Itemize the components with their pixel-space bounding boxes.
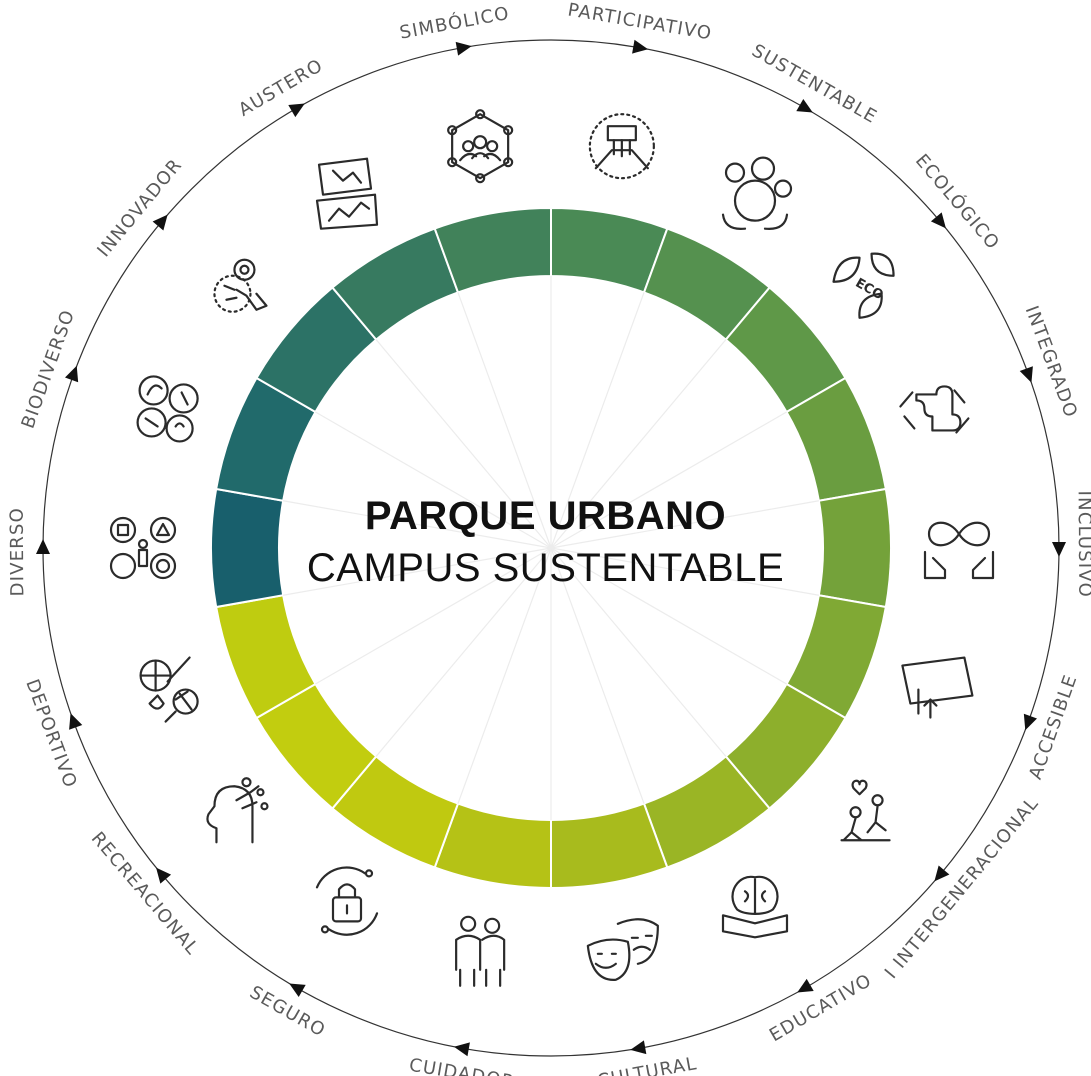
sports-balls-icon [139,656,199,723]
spoke-line [550,292,645,549]
label-cultural: CULTURAL [596,1053,699,1076]
direction-arrow [455,41,472,56]
earth-trees-icon [721,156,793,230]
label-seguro: SEGURO [246,982,329,1042]
direction-arrow [1019,366,1033,383]
label-austero: AUSTERO [235,55,327,121]
direction-arrow [630,1040,647,1055]
label-cuidador: CUIDADOR [408,1055,517,1076]
infinity-hands-icon [923,521,995,580]
gear-lightbulb-icon [213,258,268,313]
spoke-line [457,547,552,804]
spoke-line [375,547,552,757]
direction-arrow [36,539,50,554]
label-recreacional: RECREACIONAL [87,828,203,959]
label-i-intergeneracional: I INTERGENERACIONAL [881,793,1043,983]
direction-arrow [1052,542,1066,557]
direction-arrow [797,978,814,993]
ring-segments [209,206,893,890]
padlock-icon [315,866,379,936]
label-participativo: PARTICIPATIVO [566,0,714,45]
direction-arrow [152,214,168,231]
spoke-line [550,339,727,549]
inner-spokes [283,276,819,820]
puzzle-hands-icon [899,385,970,434]
direction-arrow [156,867,172,884]
label-deportivo: DEPORTIVO [21,676,81,791]
direction-arrow [453,1042,470,1057]
spoke-line [550,411,787,549]
outer-circle [36,39,1066,1057]
label-educativo: EDUCATIVO [766,970,876,1046]
spoke-line [315,547,552,685]
spoke-line [550,547,727,757]
label-sustentable: SUSTENTABLE [748,40,881,128]
theater-masks-icon [586,918,659,981]
hands-together-icon [588,113,655,180]
spoke-line [457,292,552,549]
direction-arrow [288,103,305,118]
direction-arrow [632,39,649,54]
direction-arrow [796,98,813,113]
label-integrado: INTEGRADO [1021,303,1082,421]
biodiversity-circles-icon [136,375,199,443]
spoke-line [550,500,819,549]
elderly-couple-icon [455,915,506,987]
people-climbing-icon [840,779,891,842]
direction-arrow [65,365,79,383]
direction-arrow [930,212,946,229]
tablet-chart-icon [315,157,379,230]
ring-segment-simbólico [433,206,552,294]
diagram-subtitle: CAMPUS SUSTENTABLE [306,546,785,590]
spoke-line [550,547,787,685]
label-ecológico: ECOLÓGICO [911,150,1005,254]
network-people-icon [447,109,514,184]
direction-arrow [289,983,306,998]
attribute-icons: ECO [109,109,995,987]
spoke-line [315,411,552,549]
spoke-line [550,547,819,596]
label-biodiverso: BIODIVERSO [18,307,80,432]
direction-arrow [1023,713,1037,731]
label-innovador: INNOVADOR [93,155,186,262]
label-accesible: ACCESIBLE [1025,672,1082,782]
direction-arrow [934,865,950,882]
label-simbólico: SIMBÓLICO [398,2,511,44]
book-brain-icon [721,875,789,939]
spoke-line [283,547,552,596]
label-inclusivo: INCLUSIVO [1074,491,1091,599]
screen-pointer-icon [901,656,974,719]
eco-leaves-icon: ECO [832,252,895,319]
shapes-person-icon [109,516,177,580]
spoke-line [375,339,552,549]
spoke-line [283,500,552,549]
label-diverso: DIVERSO [7,507,29,597]
direction-arrow [69,713,83,730]
diagram-title: PARQUE URBANO [364,494,727,538]
spoke-line [550,547,645,804]
head-ideas-icon [206,777,269,844]
